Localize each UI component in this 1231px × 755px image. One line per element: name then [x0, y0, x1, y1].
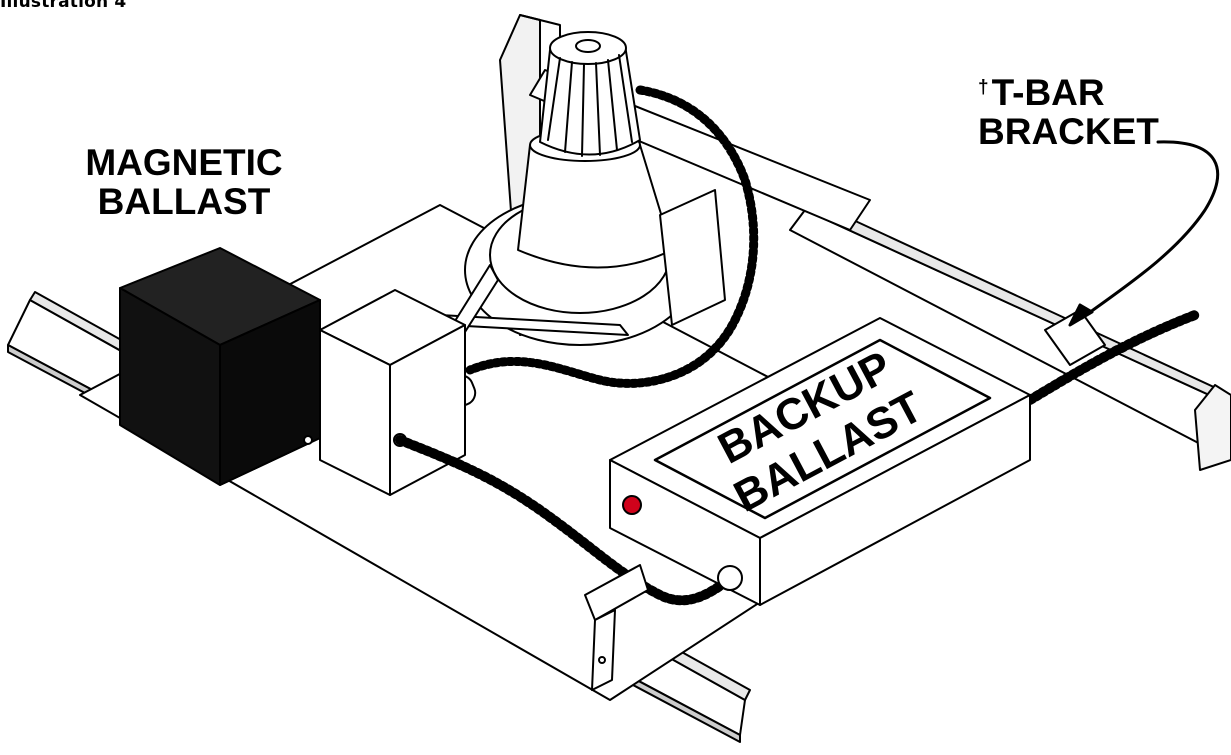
magnetic-ballast-line1: MAGNETIC [85, 142, 283, 183]
indicator-light-icon [622, 495, 642, 515]
flexible-conduit-icon [465, 85, 759, 388]
junction-box [319, 289, 466, 496]
tbar-bracket-back [1044, 309, 1106, 366]
flexible-conduit-right [1025, 310, 1200, 405]
flexible-conduit-front [395, 435, 740, 606]
tbar-bracket-label: †T-BAR BRACKET [978, 72, 1178, 152]
dagger-mark: † [978, 77, 989, 98]
arrow-icon [1068, 140, 1220, 327]
tbar-label-text: T-BAR [991, 72, 1105, 113]
illustration-title: Illustration 4 [0, 0, 127, 12]
backup-ballast [609, 317, 1031, 606]
tbar-bracket-line1: †T-BAR [978, 72, 1178, 113]
magnetic-ballast [119, 247, 321, 486]
side-shield [659, 189, 726, 326]
magnetic-ballast-label: MAGNETIC BALLAST [66, 142, 302, 222]
tbar-bracket-front [584, 564, 649, 691]
tbar-rail-right [789, 199, 1231, 471]
tbar-bracket-line2: BRACKET [978, 110, 1159, 152]
light-fixture-icon [539, 31, 641, 157]
magnetic-ballast-line2: BALLAST [97, 180, 271, 222]
